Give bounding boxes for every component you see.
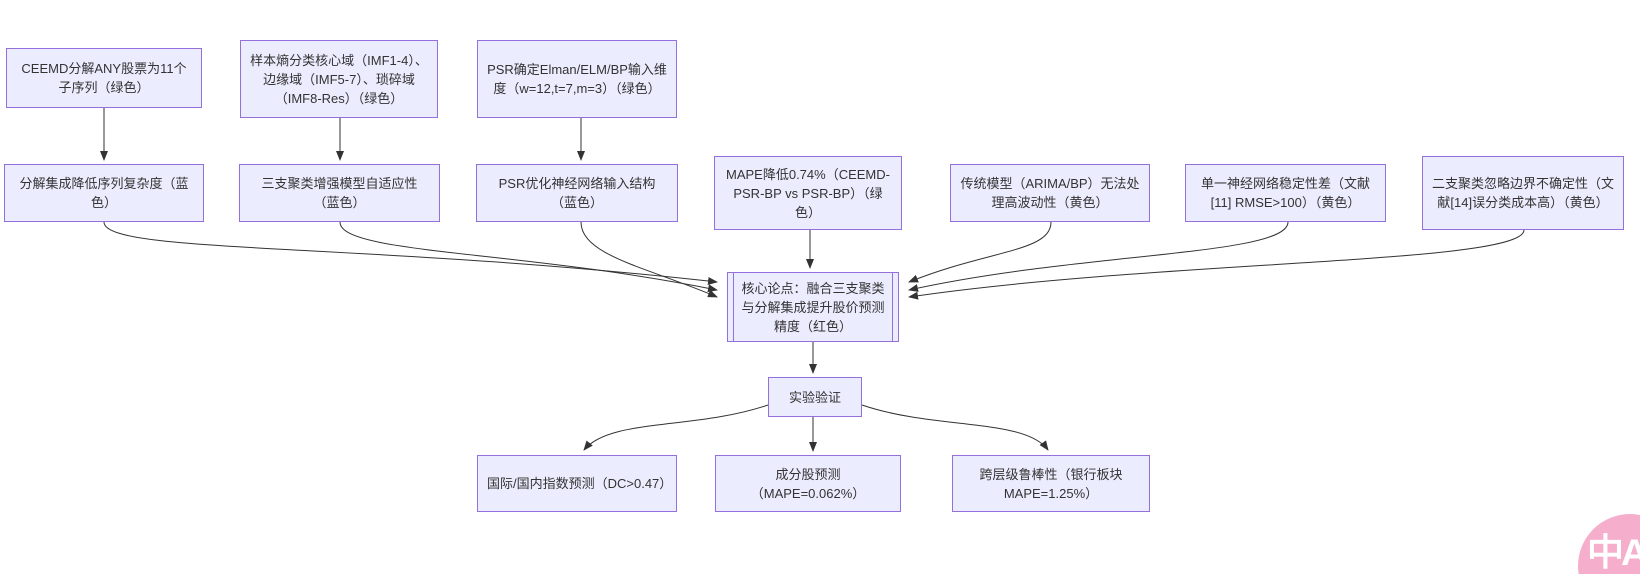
node-ceemd-decomposition: CEEMD分解ANY股票为11个子序列（绿色） xyxy=(6,48,202,108)
node-label: 样本熵分类核心域（IMF1-4）、边缘域（IMF5-7）、琐碎域（IMF8-Re… xyxy=(250,52,428,106)
edge xyxy=(908,221,1289,292)
node-label: PSR确定Elman/ELM/BP输入维度（w=12,t=7,m=3）（绿色） xyxy=(487,62,667,96)
node-single-network: 单一神经网络稳定性差（文献[11] RMSE>100）（黄色） xyxy=(1185,164,1386,222)
node-two-way-clustering: 二支聚类忽略边界不确定性（文献[14]误分类成本高）（黄色） xyxy=(1422,156,1624,230)
node-label: 传统模型（ARIMA/BP）无法处理高波动性（黄色） xyxy=(960,176,1140,210)
node-label: 二支聚类忽略边界不确定性（文献[14]误分类成本高）（黄色） xyxy=(1432,176,1615,210)
translate-button[interactable]: 中A xyxy=(1578,514,1640,574)
node-constituent-prediction: 成分股预测（MAPE=0.062%） xyxy=(715,455,901,512)
edge xyxy=(580,221,718,298)
node-index-prediction: 国际/国内指数预测（DC>0.47） xyxy=(477,455,677,512)
edge xyxy=(861,404,1049,451)
edge xyxy=(583,404,769,451)
node-mape-improvement: MAPE降低0.74%（CEEMD-PSR-BP vs PSR-BP）（绿色） xyxy=(714,156,902,230)
node-label: 国际/国内指数预测（DC>0.47） xyxy=(487,476,673,491)
node-label: MAPE降低0.74%（CEEMD-PSR-BP vs PSR-BP）（绿色） xyxy=(726,166,890,220)
node-label: 三支聚类增强模型自适应性（蓝色） xyxy=(261,176,418,210)
node-psr-input-dimension: PSR确定Elman/ELM/BP输入维度（w=12,t=7,m=3）（绿色） xyxy=(477,40,677,118)
node-label: 跨层级鲁棒性（银行板块MAPE=1.25%） xyxy=(979,466,1123,501)
node-three-way-clustering: 三支聚类增强模型自适应性（蓝色） xyxy=(239,164,440,222)
node-core-thesis: 核心论点：融合三支聚类与分解集成提升股价预测精度（红色） xyxy=(727,272,899,342)
node-label: CEEMD分解ANY股票为11个子序列（绿色） xyxy=(21,61,187,95)
node-label: 成分股预测（MAPE=0.062%） xyxy=(750,466,866,501)
node-sample-entropy: 样本熵分类核心域（IMF1-4）、边缘域（IMF5-7）、琐碎域（IMF8-Re… xyxy=(240,40,438,118)
node-cross-level-robustness: 跨层级鲁棒性（银行板块MAPE=1.25%） xyxy=(952,455,1150,512)
edge xyxy=(339,221,718,293)
node-label: PSR优化神经网络输入结构（蓝色） xyxy=(498,176,656,210)
node-traditional-models: 传统模型（ARIMA/BP）无法处理高波动性（黄色） xyxy=(950,164,1150,222)
node-label: 单一神经网络稳定性差（文献[11] RMSE>100）（黄色） xyxy=(1200,176,1370,210)
edge xyxy=(908,229,1525,300)
node-experiment-validation: 实验验证 xyxy=(768,377,862,417)
node-label: 核心论点：融合三支聚类与分解集成提升股价预测精度（红色） xyxy=(741,280,885,334)
translate-icon: 中A xyxy=(1587,532,1640,573)
node-label: 实验验证 xyxy=(788,389,841,405)
node-psr-input-structure: PSR优化神经网络输入结构（蓝色） xyxy=(476,164,678,222)
edge xyxy=(103,221,718,285)
edge xyxy=(908,221,1052,283)
node-decomposition-benefit: 分解集成降低序列复杂度（蓝色） xyxy=(4,164,204,222)
node-label: 分解集成降低序列复杂度（蓝色） xyxy=(19,176,189,210)
